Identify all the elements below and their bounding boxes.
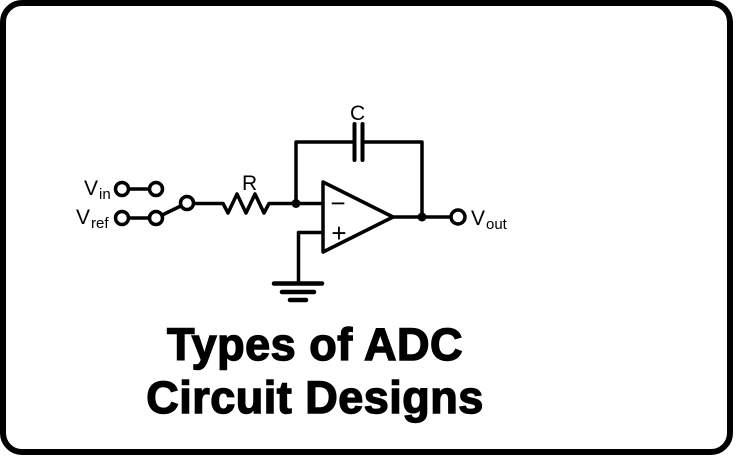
figure-title-line1: Types of ADC [166, 318, 464, 370]
noninverting-input-wire [296, 230, 325, 284]
junction-dot-output-node [417, 212, 427, 222]
label-vin-sub: in [99, 186, 111, 203]
junction-dot-inverting-node [291, 199, 301, 208]
terminal-vin-left [113, 180, 131, 198]
feedback-wire-right [362, 140, 424, 219]
opamp-inverting-sign: − [330, 188, 345, 218]
terminal-vref-left [113, 209, 131, 227]
label-vref-sub: ref [91, 215, 109, 232]
label-resistor: R [242, 172, 257, 195]
figure-title: Types of ADC Circuit Designs [90, 318, 540, 424]
feedback-wire-left [294, 140, 355, 206]
switch-pole-terminal [178, 194, 196, 212]
figure-title-line2: Circuit Designs [146, 371, 484, 423]
opamp-noninverting-sign: + [331, 218, 346, 248]
label-capacitor: C [350, 102, 365, 125]
opamp-triangle [321, 180, 395, 254]
label-vref-base: V [76, 206, 90, 229]
label-vout-sub: out [486, 216, 508, 233]
label-vout-base: V [471, 207, 485, 230]
label-vin-base: V [84, 177, 98, 200]
output-terminal [449, 208, 467, 226]
resistor-and-input-wire [190, 192, 325, 215]
terminal-vin-right [147, 180, 165, 198]
terminal-vref-right [147, 209, 165, 227]
